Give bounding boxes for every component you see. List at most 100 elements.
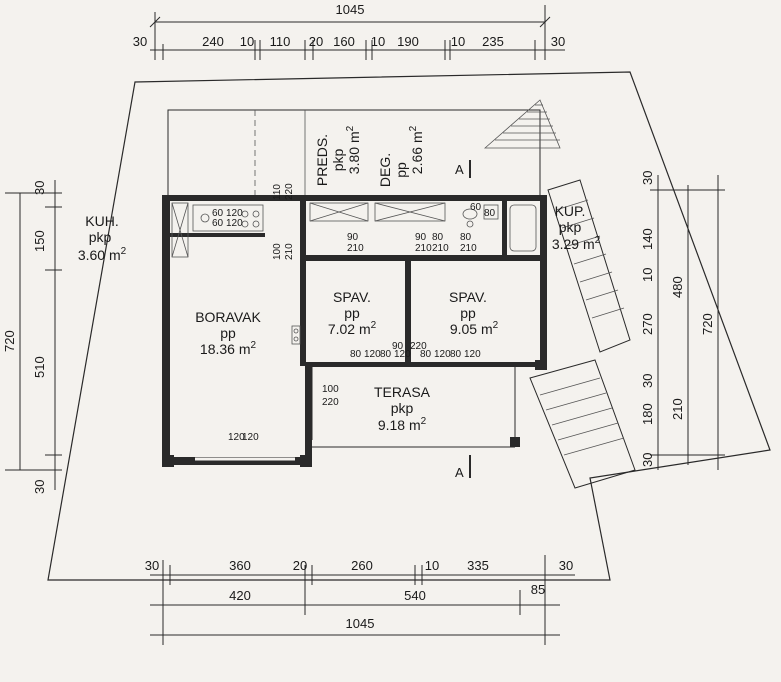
bottom-dimension-group: 30 360 20 260 10 335 30 420 540 85 1045	[145, 555, 575, 645]
room-spav1-floor: pp	[344, 305, 360, 321]
room-kup: KUP. pkp 3.29 m2	[552, 203, 601, 252]
top-dim-30b: 30	[551, 34, 565, 49]
room-boravak-area: 18.36 m2	[200, 340, 257, 357]
room-deg-area: 2.66 m2	[408, 125, 425, 174]
right-dim-10: 10	[640, 268, 655, 282]
bath-wall	[502, 201, 507, 256]
left-dim-150: 150	[32, 230, 47, 252]
room-preds-floor: pkp	[330, 149, 346, 172]
spav2-win-dim-a: 80	[420, 349, 432, 360]
terasa-door-dim-a: 100	[322, 384, 339, 395]
right-dim-30c: 30	[640, 453, 655, 467]
right-dim-180: 180	[640, 403, 655, 425]
room-terasa-name: TERASA	[374, 384, 431, 400]
top-dim-30a: 30	[133, 34, 147, 49]
south-wall-boravak	[162, 457, 312, 465]
room-deg: DEG. pp 2.66 m2	[377, 125, 425, 187]
opening-dims: 60 120 60 120 100 210 110 220 90 210 80 …	[212, 183, 496, 443]
right-dim-140: 140	[640, 228, 655, 250]
section-mark-top: A	[455, 162, 464, 177]
kuh-window-dim-d: 120	[226, 218, 243, 229]
room-deg-name: DEG.	[377, 153, 393, 187]
right-dim-270: 270	[640, 313, 655, 335]
spav2-door-dim-a: 90	[415, 232, 427, 243]
preds-door-dim-b: 210	[347, 243, 364, 254]
spav1-win-dim-d: 120	[394, 349, 411, 360]
spav1-door-dim-b: 220	[410, 341, 427, 352]
spav1-win-dim-a: 80	[350, 349, 362, 360]
bedrooms-south-wall	[306, 362, 540, 367]
room-terasa-floor: pkp	[391, 400, 414, 416]
kuh-window-dim-b: 120	[226, 208, 243, 219]
site-outline	[47, 71, 771, 581]
right-dim-210: 210	[670, 398, 685, 420]
room-spav1-name: SPAV.	[333, 289, 371, 305]
spav1-door-dim-a: 90	[392, 341, 404, 352]
kuh-window-dim-a: 60	[212, 208, 224, 219]
top-dim-160: 160	[333, 34, 355, 49]
north-wall	[162, 195, 547, 201]
kuh-door-dim-b: 210	[284, 243, 295, 260]
top-dim-110: 110	[270, 34, 291, 49]
top-dim-20: 20	[309, 34, 323, 49]
right-dimension-group: 30 140 10 270 30 180 30 480 210 720	[640, 171, 725, 470]
bottom-dim-10: 10	[425, 558, 439, 573]
bottom-dim-20: 20	[293, 558, 307, 573]
bor-window-dim-a: 120	[228, 432, 245, 443]
section-mark-bottom: A	[455, 465, 464, 480]
kup-window-dim-a: 60	[470, 202, 482, 213]
kup-window-dim-b: 80	[484, 208, 496, 219]
top-dim-10c: 10	[451, 34, 465, 49]
right-dim-30b: 30	[640, 374, 655, 388]
terasa-door-dim-b: 220	[322, 397, 339, 408]
room-kuh-area: 3.60 m2	[78, 246, 127, 263]
left-dim-30b: 30	[32, 480, 47, 494]
bor-window-dim-b: 120	[242, 432, 259, 443]
room-kup-name: KUP.	[555, 203, 586, 219]
section-line-a: A A	[455, 160, 471, 480]
room-preds-area: 3.80 m2	[345, 125, 362, 174]
deg-door-dim-b: 210	[432, 243, 449, 254]
canopy-outline	[167, 109, 541, 195]
kup-door-dim-b: 210	[460, 243, 477, 254]
stairs	[483, 99, 636, 489]
bottom-dim-260: 260	[351, 558, 373, 573]
spav1-win-dim-b: 120	[364, 349, 381, 360]
top-dim-10b: 10	[371, 34, 385, 49]
left-total-dim: 720	[2, 330, 17, 352]
room-preds-name: PREDS.	[314, 134, 330, 186]
bottom-dim-420: 420	[229, 588, 251, 603]
top-total-dim: 1045	[336, 2, 365, 17]
wall-spav1-spav2	[405, 261, 411, 366]
spav2-win-dim-b: 120	[434, 349, 451, 360]
room-deg-floor: pp	[393, 162, 409, 178]
room-spav2-floor: pp	[460, 305, 476, 321]
room-preds: PREDS. pkp 3.80 m2	[314, 125, 362, 186]
room-terasa: TERASA pkp 9.18 m2	[374, 384, 431, 433]
bottom-dim-335: 335	[467, 558, 489, 573]
right-total-dim: 720	[700, 313, 715, 335]
preds-door-dim-a: 90	[347, 232, 359, 243]
boravak-east-wall	[305, 365, 312, 465]
top-dim-10a: 10	[240, 34, 254, 49]
room-boravak-name: BORAVAK	[195, 309, 261, 325]
kitchen-south-wall	[170, 233, 265, 237]
room-kup-area: 3.29 m2	[552, 235, 601, 252]
room-terasa-area: 9.18 m2	[378, 416, 427, 433]
room-kuh: KUH. pkp 3.60 m2	[78, 213, 127, 263]
kup-door-dim-a: 80	[460, 232, 472, 243]
right-dim-30a: 30	[640, 171, 655, 185]
left-dim-30a: 30	[32, 181, 47, 195]
preds-window-dim-a: 110	[272, 184, 283, 200]
room-spav2: SPAV. pp 9.05 m2	[449, 289, 499, 337]
spav2-door-dim-b: 210	[415, 243, 432, 254]
room-kuh-floor: pkp	[89, 229, 112, 245]
room-spav1: SPAV. pp 7.02 m2	[328, 289, 377, 337]
room-boravak: BORAVAK pp 18.36 m2	[195, 309, 261, 357]
bottom-dim-540: 540	[404, 588, 426, 603]
top-dim-235: 235	[482, 34, 504, 49]
spav1-win-dim-c: 80	[380, 349, 392, 360]
room-kup-floor: pkp	[559, 219, 582, 235]
left-dimension-group: 30 150 510 30 720	[2, 180, 62, 494]
kuh-window-dim-c: 60	[212, 218, 224, 229]
